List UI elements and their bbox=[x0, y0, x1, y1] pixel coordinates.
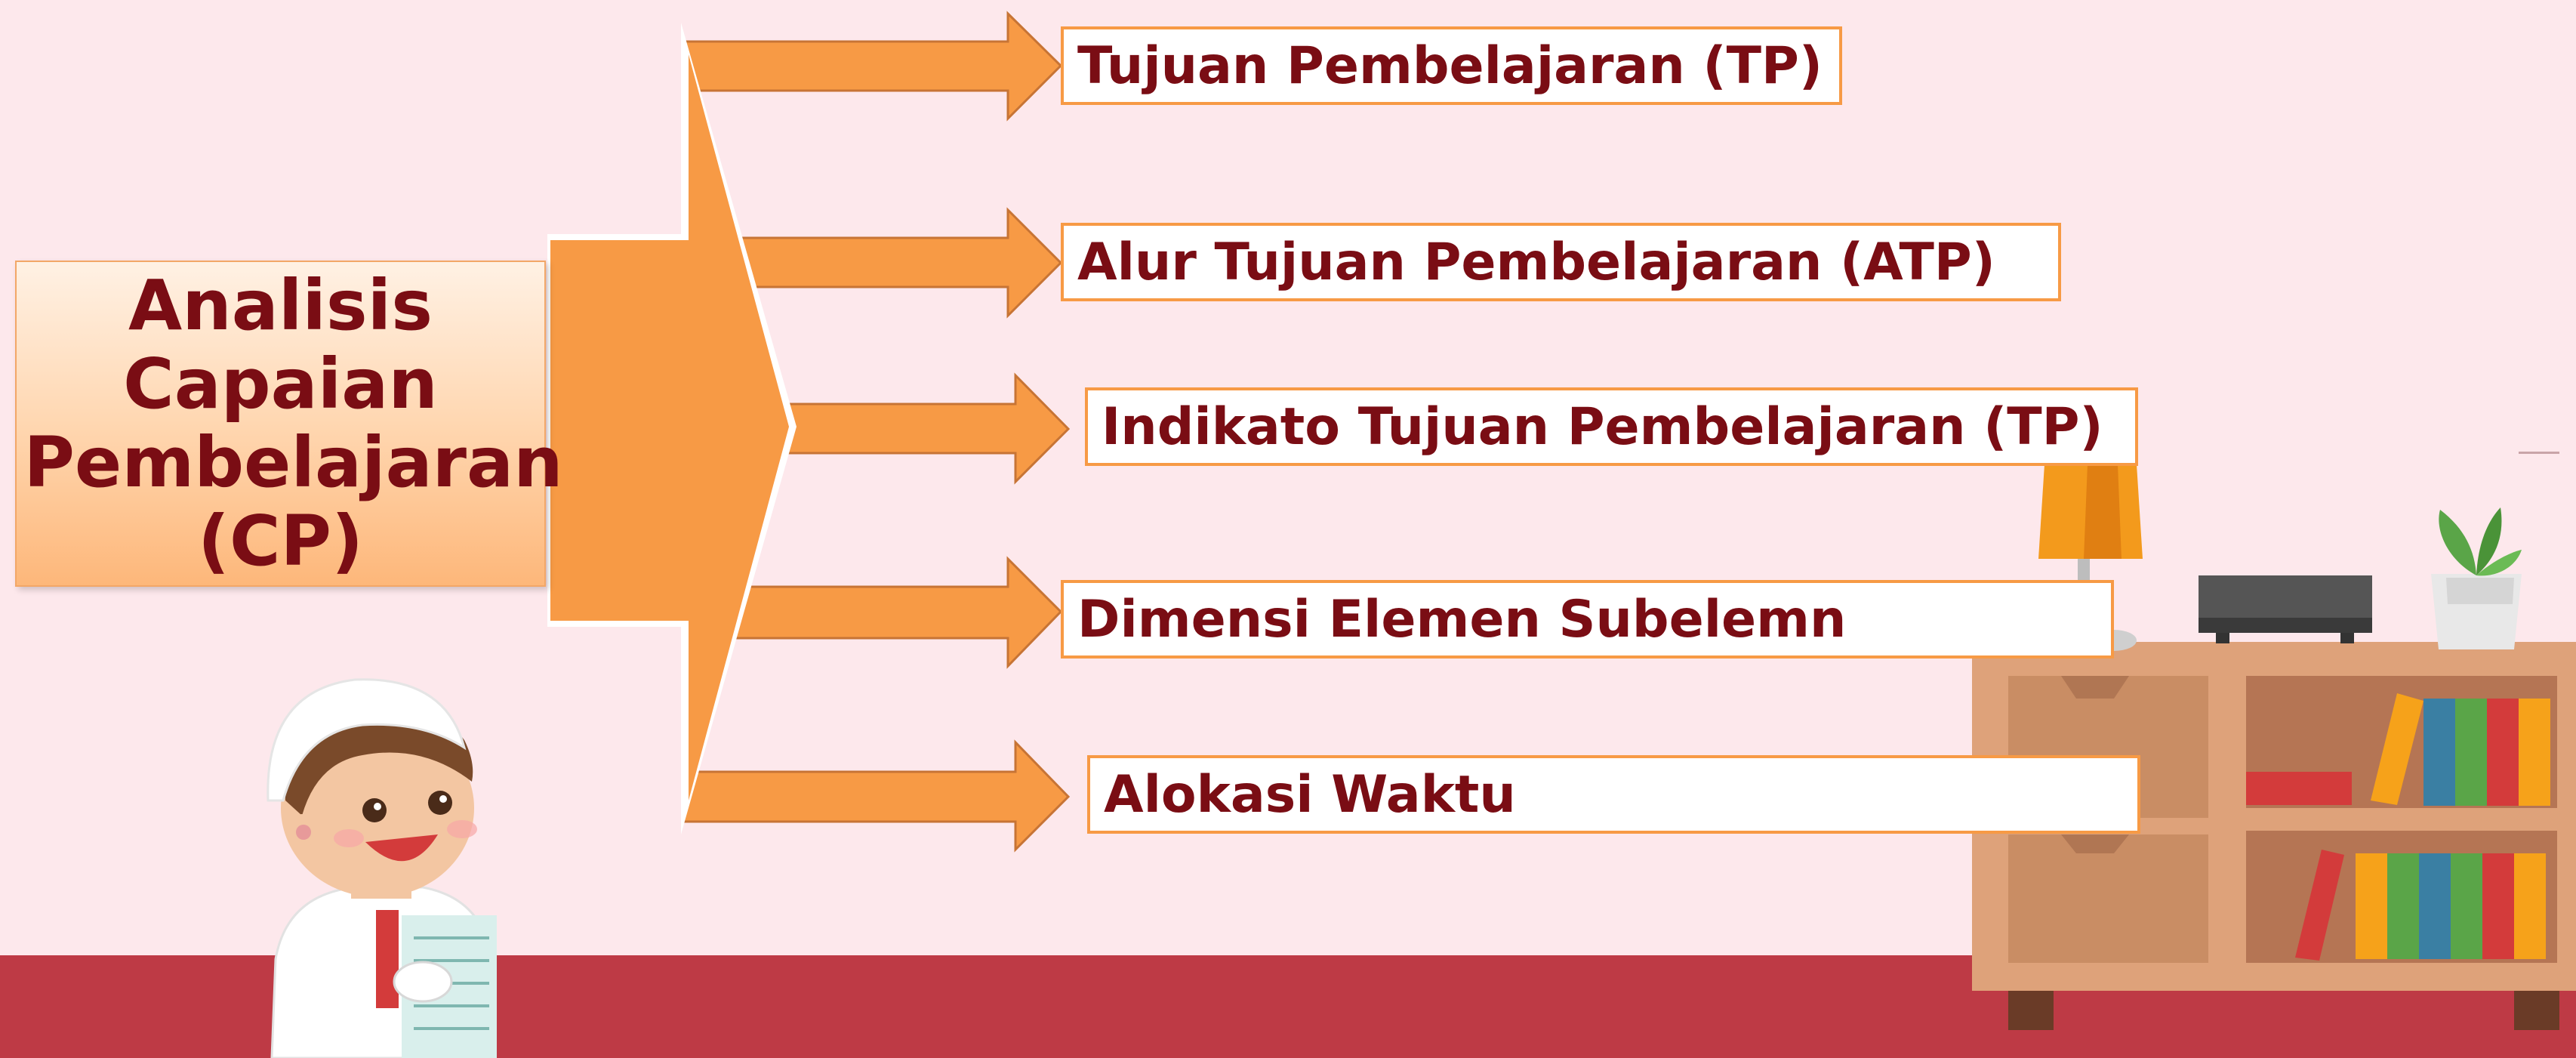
target-box-indikator-tp: Indikato Tujuan Pembelajaran (TP) bbox=[1085, 387, 2138, 466]
target-box-alokasi-waktu: Alokasi Waktu bbox=[1087, 755, 2140, 834]
target-box-atp: Alur Tujuan Pembelajaran (ATP) bbox=[1061, 223, 2061, 301]
target-box-tp: Tujuan Pembelajaran (TP) bbox=[1061, 26, 1842, 105]
source-title-line: Analisis bbox=[128, 265, 433, 346]
target-label: Dimensi Elemen Subelemn bbox=[1077, 589, 1847, 649]
source-title-line: (CP) bbox=[197, 501, 364, 581]
bookshelf-illustration bbox=[1972, 464, 2576, 1030]
connector-arrow-5 bbox=[682, 739, 1071, 853]
target-label: Indikato Tujuan Pembelajaran (TP) bbox=[1102, 396, 2103, 457]
connector-arrow-4 bbox=[682, 556, 1063, 669]
target-label: Tujuan Pembelajaran (TP) bbox=[1077, 35, 1823, 96]
target-label: Alokasi Waktu bbox=[1104, 764, 1516, 825]
source-box-analisis-cp: Analisis Capaian Pembelajaran (CP) bbox=[15, 261, 563, 587]
source-title-line: Capaian bbox=[123, 344, 438, 424]
connector-arrow-1 bbox=[682, 11, 1063, 122]
divider-line bbox=[2519, 452, 2559, 454]
target-label: Alur Tujuan Pembelajaran (ATP) bbox=[1077, 232, 1995, 292]
main-arrow bbox=[547, 23, 797, 834]
source-title-line: Pembelajaran bbox=[23, 422, 563, 503]
child-character-illustration bbox=[267, 678, 497, 1058]
connector-arrow-3 bbox=[753, 372, 1071, 485]
source-title: Analisis Capaian Pembelajaran (CP) bbox=[23, 265, 563, 581]
target-box-dimensi: Dimensi Elemen Subelemn bbox=[1061, 580, 2114, 659]
